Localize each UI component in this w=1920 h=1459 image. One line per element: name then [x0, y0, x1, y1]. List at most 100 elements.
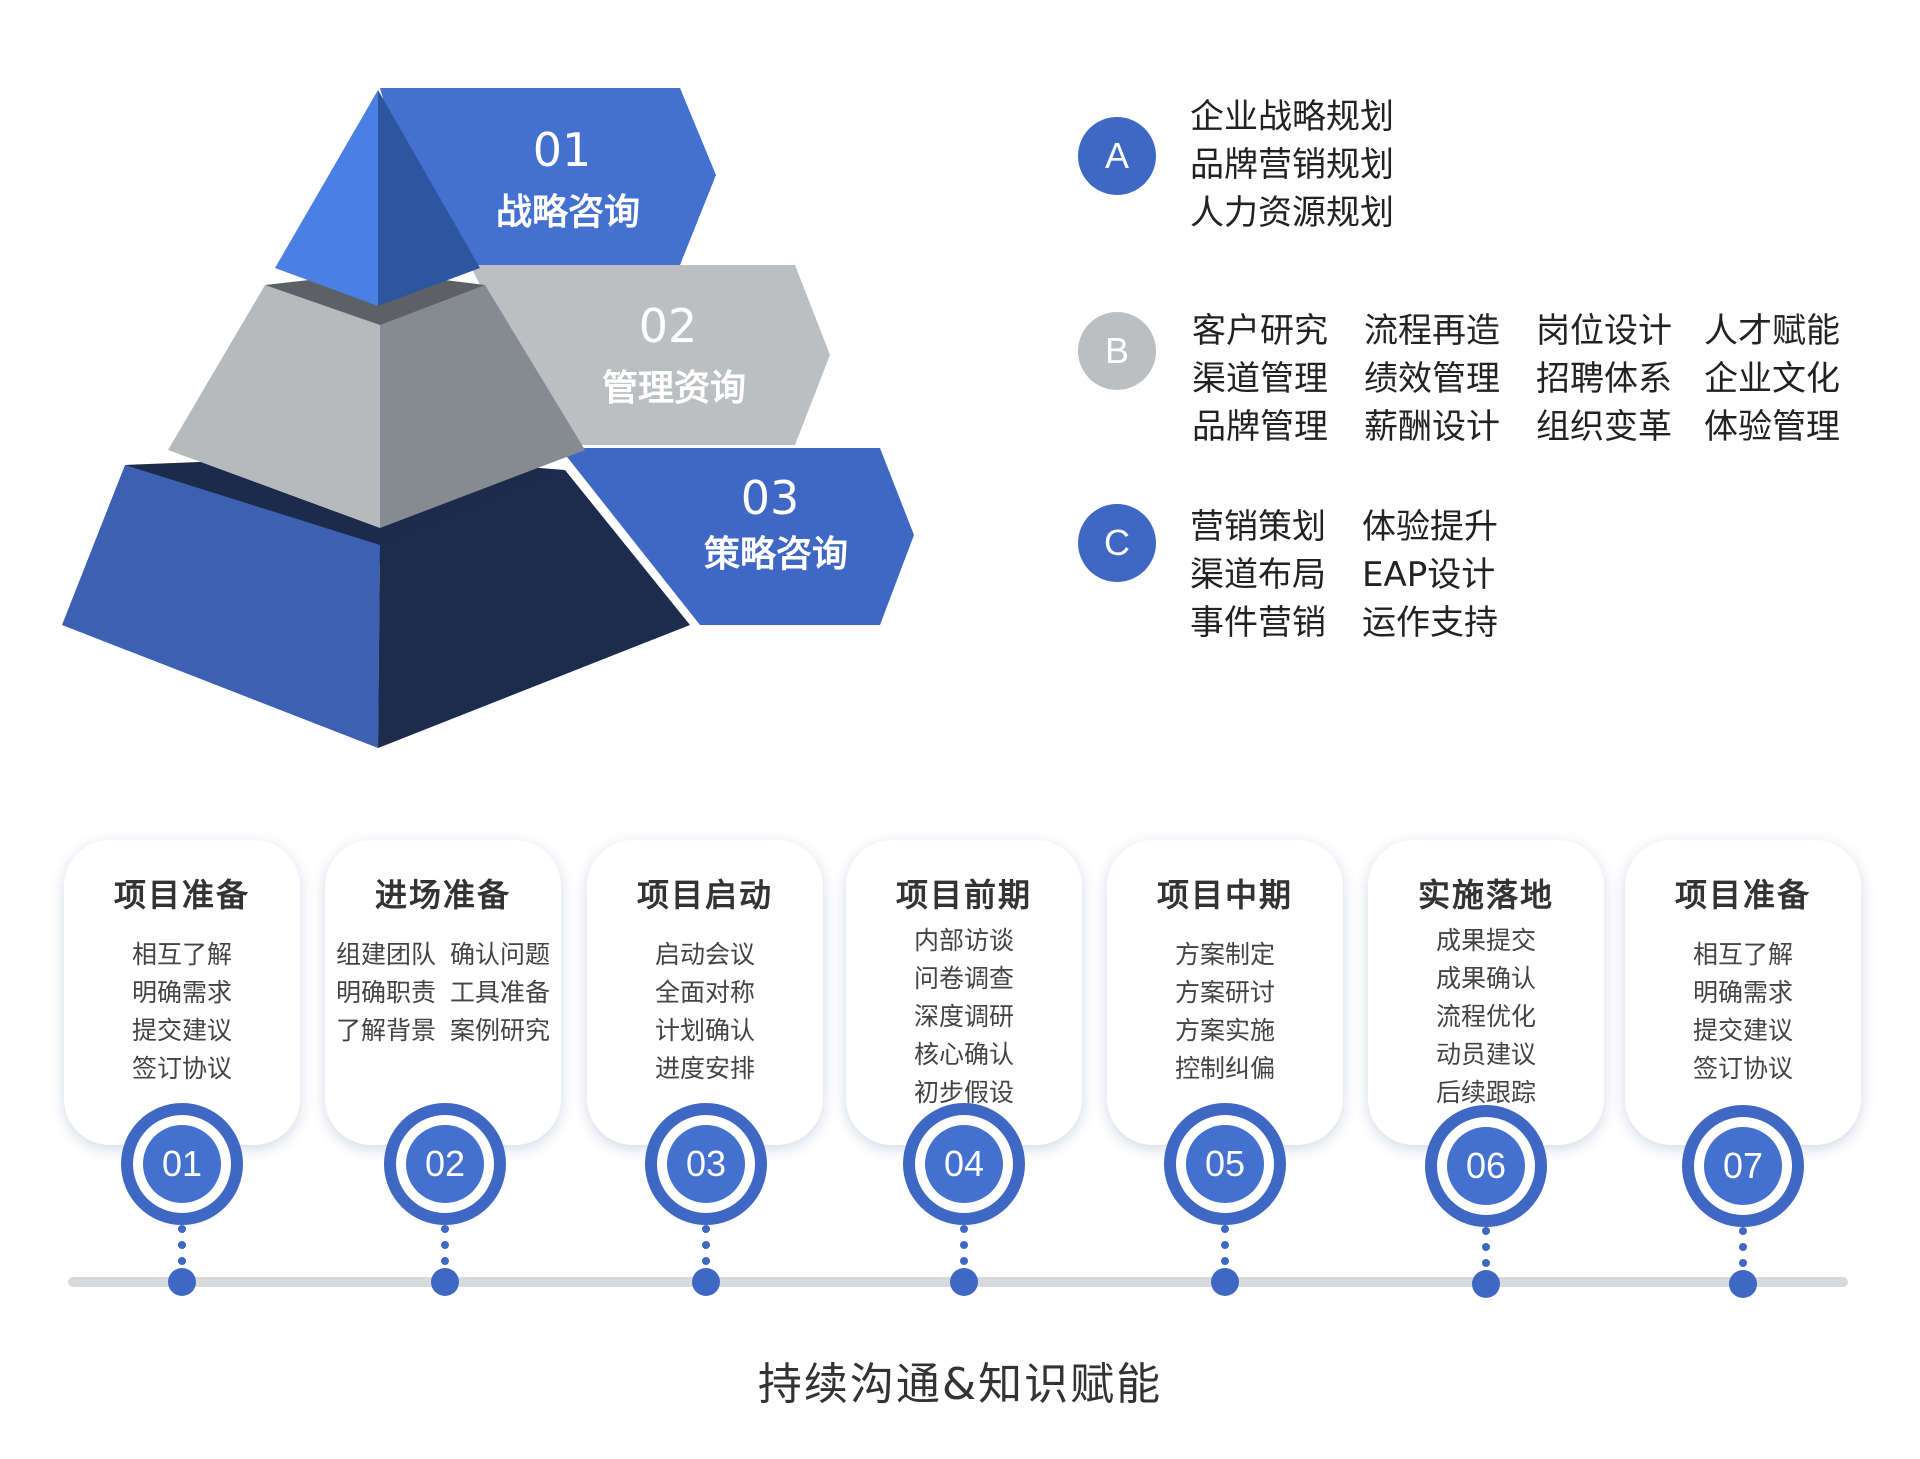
step-item: 签订协议 [1692, 1054, 1793, 1083]
tier-1-number: 01 [533, 123, 592, 177]
tier-1-left-face [275, 90, 378, 306]
step-items: 方案制定 方案研讨 方案实施 控制纠偏 [1107, 936, 1343, 1088]
step-number: 02 [406, 1125, 484, 1203]
step-item: 相互了解 [131, 940, 232, 969]
step-item: 方案研讨 [1174, 978, 1275, 1007]
step-items: 启动会议 全面对称 计划确认 进度安排 [587, 936, 823, 1088]
tier-2-number: 02 [639, 299, 698, 353]
tier-3-name: 策略咨询 [704, 534, 848, 575]
step-title: 进场准备 [374, 876, 511, 914]
step-marker-03: 03 [657, 1115, 755, 1213]
step-item: 全面对称 [654, 978, 755, 1007]
step-item: 计划确认 [654, 1016, 755, 1045]
tier-2-left-face [168, 285, 380, 528]
step-item: 后续跟踪 [1435, 1078, 1536, 1107]
step-item: 方案制定 [1174, 940, 1275, 969]
step-connector [1221, 1225, 1229, 1273]
service-b-column-3: 岗位设计 招聘体系 组织变革 [1536, 307, 1672, 451]
timeline-node [692, 1268, 720, 1296]
step-item: 相互了解 [1692, 940, 1793, 969]
service-c-column-2: 体验提升 EAP设计 运作支持 [1362, 503, 1498, 647]
step-card-04: 项目前期 内部访谈 问卷调查 深度调研 核心确认 初步假设 [846, 840, 1082, 1145]
timeline-node [1211, 1268, 1239, 1296]
step-card-06: 实施落地 成果提交 成果确认 流程优化 动员建议 后续跟踪 [1368, 840, 1604, 1145]
tier-2-right-face [380, 285, 585, 528]
service-c-column-1: 营销策划 渠道布局 事件营销 [1190, 503, 1326, 647]
step-title: 项目启动 [636, 876, 773, 914]
step-connector [960, 1225, 968, 1273]
service-b-column-4: 人才赋能 企业文化 体验管理 [1704, 307, 1840, 451]
service-c-item: 体验提升 [1362, 507, 1498, 547]
service-b-column-2: 流程再造 绩效管理 薪酬设计 [1364, 307, 1500, 451]
step-marker-01: 01 [133, 1115, 231, 1213]
service-b-item: 岗位设计 [1536, 311, 1672, 351]
step-item: 方案实施 [1174, 1016, 1275, 1045]
step-item: 流程优化 [1435, 1002, 1536, 1031]
timeline-footer-title: 持续沟通&知识赋能 [757, 1359, 1163, 1410]
step-marker-07: 07 [1694, 1117, 1792, 1215]
step-item: 成果提交 [1435, 926, 1536, 955]
step-item: 明确职责 [335, 978, 436, 1007]
service-c-badge: C [1078, 504, 1156, 582]
step-item: 提交建议 [131, 1016, 232, 1045]
step-item: 问卷调查 [913, 964, 1014, 993]
service-b-item: 绩效管理 [1364, 359, 1500, 399]
tier-2-name: 管理资询 [602, 368, 746, 409]
step-card-05: 项目中期 方案制定 方案研讨 方案实施 控制纠偏 [1107, 840, 1343, 1145]
step-items: 成果提交 成果确认 流程优化 动员建议 后续跟踪 [1368, 922, 1604, 1112]
step-item: 核心确认 [913, 1040, 1014, 1069]
step-item: 启动会议 [654, 940, 755, 969]
tier-2-label-shape [470, 265, 830, 445]
service-b-item: 客户研究 [1192, 311, 1328, 351]
step-connector [702, 1225, 710, 1273]
step-number: 07 [1704, 1127, 1782, 1205]
step-card-02: 进场准备 组建团队 确认问题 明确职责 工具准备 了解背景 案例研究 [325, 840, 561, 1145]
step-title: 实施落地 [1417, 876, 1554, 914]
step-item: 明确需求 [1692, 978, 1793, 1007]
step-marker-04: 04 [915, 1115, 1013, 1213]
tier-1-name: 战略咨询 [496, 192, 640, 233]
step-card-01: 项目准备 相互了解 明确需求 提交建议 签订协议 [64, 840, 300, 1145]
step-item: 控制纠偏 [1174, 1054, 1275, 1083]
service-b-item: 渠道管理 [1192, 359, 1328, 399]
step-connector [441, 1225, 449, 1273]
step-items: 相互了解 明确需求 提交建议 签订协议 [64, 936, 300, 1088]
service-b-badge: B [1078, 312, 1156, 390]
tier-1-right-face [378, 90, 480, 306]
step-items: 相互了解 明确需求 提交建议 签订协议 [1625, 936, 1861, 1088]
step-marker-02: 02 [396, 1115, 494, 1213]
service-c-item: 运作支持 [1362, 603, 1498, 643]
step-title: 项目准备 [1674, 876, 1811, 914]
timeline-node [1472, 1270, 1500, 1298]
step-title: 项目前期 [895, 876, 1032, 914]
step-number: 06 [1447, 1127, 1525, 1205]
service-a-item: 人力资源规划 [1190, 193, 1394, 233]
step-title: 项目中期 [1156, 876, 1293, 914]
step-item: 提交建议 [1692, 1016, 1793, 1045]
tier-3-label-shape [560, 448, 914, 625]
step-item: 进度安排 [654, 1054, 755, 1083]
step-number: 05 [1186, 1125, 1264, 1203]
step-item: 明确需求 [131, 978, 232, 1007]
consulting-pyramid: 01 战略咨询 02 管理资询 03 策略咨询 [62, 88, 914, 748]
step-item: 组建团队 [335, 940, 436, 969]
step-marker-05: 05 [1176, 1115, 1274, 1213]
timeline-node [950, 1268, 978, 1296]
service-b-item: 薪酬设计 [1364, 407, 1500, 447]
step-item: 案例研究 [450, 1016, 551, 1045]
step-item: 初步假设 [913, 1078, 1014, 1107]
step-connector [1482, 1227, 1490, 1275]
service-b-item: 人才赋能 [1704, 311, 1840, 351]
timeline-node [431, 1268, 459, 1296]
tier-1-label-shape [380, 88, 716, 265]
step-card-03: 项目启动 启动会议 全面对称 计划确认 进度安排 [587, 840, 823, 1145]
tier-3-left-face [62, 465, 380, 748]
step-connector [1739, 1227, 1747, 1275]
step-item: 签订协议 [131, 1054, 232, 1083]
service-a-item: 品牌营销规划 [1190, 145, 1394, 185]
service-b-item: 企业文化 [1704, 359, 1840, 399]
service-b-item: 品牌管理 [1192, 407, 1328, 447]
service-c-item: EAP设计 [1362, 555, 1496, 595]
step-item: 确认问题 [450, 940, 551, 969]
step-item: 工具准备 [450, 978, 551, 1007]
